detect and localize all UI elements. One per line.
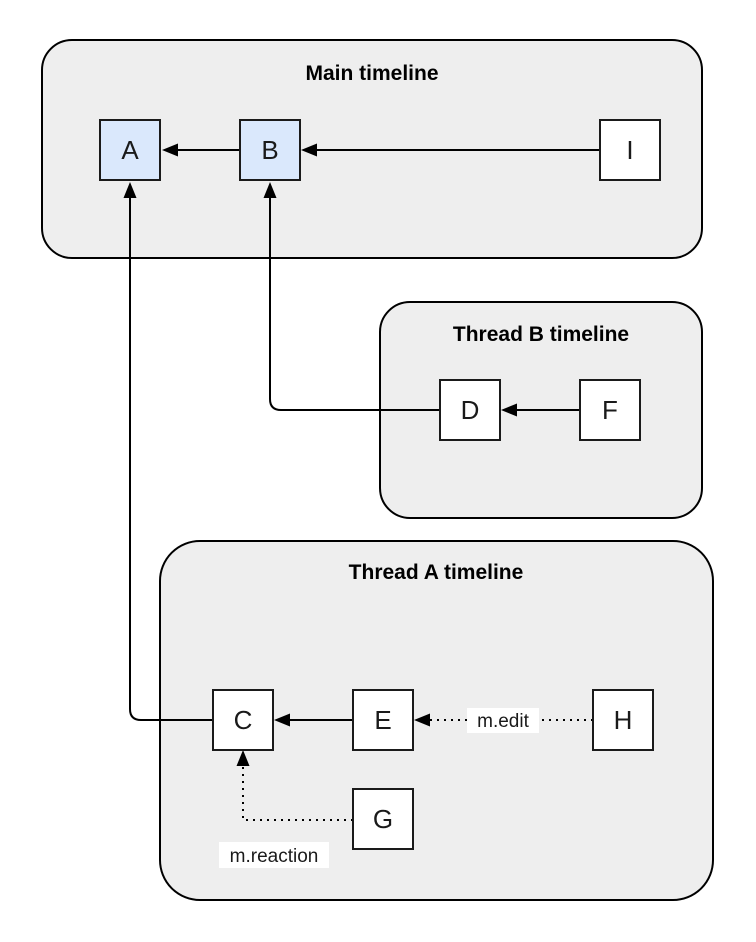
node-e: E: [352, 689, 414, 751]
node-h-box: [592, 689, 654, 751]
node-f: F: [579, 379, 641, 441]
node-f-box: [579, 379, 641, 441]
node-h: H: [592, 689, 654, 751]
node-d-box: [439, 379, 501, 441]
node-e-label: E: [374, 705, 391, 735]
node-a-box: [99, 119, 161, 181]
node-i-label: I: [626, 135, 633, 165]
edge-label-m-reaction-bg: [219, 842, 329, 868]
node-c: C: [212, 689, 274, 751]
node-g-label: G: [373, 804, 393, 834]
node-b-label: B: [261, 135, 278, 165]
container-thread-a-timeline-title: Thread A timeline: [349, 561, 524, 584]
edge-b-to-a-arrowhead: [162, 143, 178, 157]
edge-c-to-a-arrowhead: [123, 182, 137, 198]
node-g: G: [352, 788, 414, 850]
node-e-box: [352, 689, 414, 751]
node-g-box: [352, 788, 414, 850]
edge-i-to-b: [301, 143, 600, 157]
edge-label-m-edit-bg: [467, 708, 539, 733]
node-b: B: [239, 119, 301, 181]
node-c-box: [212, 689, 274, 751]
node-h-label: H: [614, 705, 633, 735]
node-a-label: A: [121, 135, 139, 165]
edge-f-to-d: [501, 403, 580, 417]
edge-e-to-c: [274, 713, 353, 727]
node-i-box: [599, 119, 661, 181]
edge-i-to-b-arrowhead: [301, 143, 317, 157]
edge-g-to-c-arrowhead: [236, 750, 250, 766]
node-a: A: [99, 119, 161, 181]
edge-g-to-c-path: [242, 767, 353, 821]
node-i: I: [599, 119, 661, 181]
node-f-label: F: [602, 395, 618, 425]
node-c-label: C: [234, 705, 253, 735]
edge-label-m-reaction: m.reaction: [230, 846, 319, 867]
edge-label-m-edit: m.edit: [477, 711, 529, 732]
edge-h-to-e: m.edit: [414, 708, 593, 733]
edge-d-to-b: [263, 182, 440, 411]
edge-c-to-a-path: [129, 198, 213, 721]
edge-f-to-d-arrowhead: [501, 403, 517, 417]
edge-d-to-b-arrowhead: [263, 182, 277, 198]
edge-h-to-e-arrowhead: [414, 713, 430, 727]
edge-d-to-b-path: [269, 198, 440, 411]
edge-g-to-c: m.reaction: [219, 750, 353, 868]
edge-e-to-c-arrowhead: [274, 713, 290, 727]
edge-c-to-a: [123, 182, 213, 721]
edge-b-to-a: [162, 143, 240, 157]
container-thread-b-timeline-title: Thread B timeline: [453, 323, 629, 346]
node-d-label: D: [461, 395, 480, 425]
node-b-box: [239, 119, 301, 181]
container-main-timeline-title: Main timeline: [305, 62, 438, 85]
node-d: D: [439, 379, 501, 441]
